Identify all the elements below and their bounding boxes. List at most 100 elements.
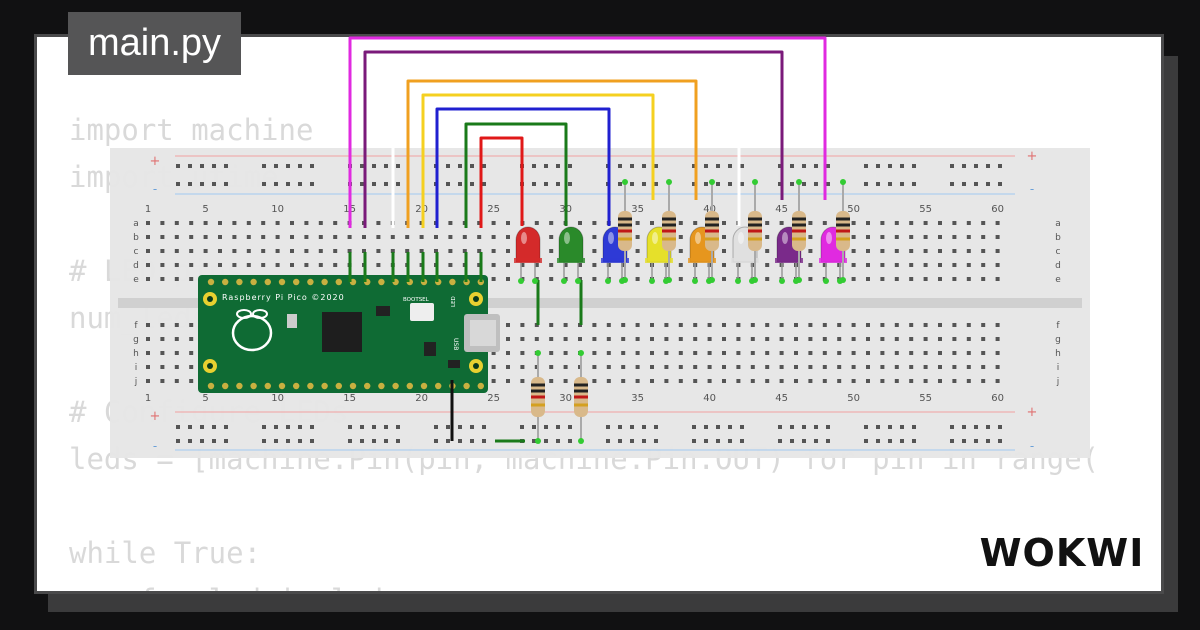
pico-pin <box>236 278 243 286</box>
code-line: for led in leds: <box>69 577 1099 591</box>
resistor-pink-band <box>836 229 850 233</box>
resistor-purple-pin <box>796 179 802 185</box>
pico-pin <box>364 382 371 390</box>
wire-blue <box>435 107 611 228</box>
resistor-orange-band <box>705 237 719 241</box>
column-number: 60 <box>991 393 1004 404</box>
led-green-highlight <box>564 232 570 244</box>
breadboard: ++++----11551010151520202525303035354040… <box>110 148 1090 458</box>
row-letter: a <box>133 219 139 229</box>
row-letter: d <box>1055 261 1061 271</box>
wire-purple <box>363 50 784 228</box>
led-red-pin <box>518 278 524 284</box>
column-number: 15 <box>343 393 356 404</box>
rail-plus-label: + <box>1027 405 1038 420</box>
rail-minus-label: - <box>153 439 157 453</box>
resistor-purple-band <box>792 237 806 241</box>
column-number: 35 <box>631 393 644 404</box>
led-red <box>515 226 541 263</box>
wokwi-logo: WOKWI <box>980 531 1145 575</box>
rail-minus-label: - <box>1030 182 1034 196</box>
raspberry-logo <box>231 314 273 352</box>
breadboard-center-channel <box>118 298 1082 308</box>
pico-rp2040-chip <box>322 312 362 352</box>
pico-pin <box>420 382 428 390</box>
column-number: 1 <box>145 204 151 215</box>
pico-mount-hole-inner <box>207 296 213 302</box>
led-white-rim <box>731 258 759 263</box>
led-red-highlight <box>521 232 527 244</box>
pico-pin <box>378 382 385 390</box>
resistor-white-band <box>748 223 762 227</box>
wire-pink <box>348 36 827 228</box>
column-number: 35 <box>631 204 644 215</box>
wire-orange <box>406 79 698 228</box>
column-number: 5 <box>202 204 208 215</box>
resistor-red-ground-band <box>531 403 545 407</box>
column-number: 40 <box>703 204 716 215</box>
pico-bootsel-label: BOOTSEL <box>403 297 430 303</box>
column-number: 25 <box>487 393 500 404</box>
pico-ic <box>424 342 436 356</box>
led-pink-pin <box>823 278 829 284</box>
led-orange-rim <box>688 258 716 263</box>
file-tab[interactable]: main.py <box>68 12 241 75</box>
pico-pin <box>250 278 257 286</box>
pico-pin <box>264 278 271 286</box>
led-white-pin <box>735 278 741 284</box>
resistor-orange-pin <box>709 277 715 283</box>
pico-pin <box>335 382 342 390</box>
rail-minus-label: - <box>153 182 157 196</box>
pico-pin <box>207 278 215 286</box>
pico-pin <box>321 278 328 286</box>
resistor-orange-band <box>705 217 719 221</box>
resistor-orange-band <box>705 223 719 227</box>
resistor-green-ground-band <box>574 403 588 407</box>
row-letter: c <box>1056 247 1061 257</box>
wire-yellow <box>421 93 655 228</box>
pico-pin <box>435 382 442 390</box>
resistor-white-pin <box>752 277 758 283</box>
led-blue-pin <box>605 278 611 284</box>
led-blue-rim <box>601 258 629 263</box>
resistor-green-ground-band <box>574 389 588 393</box>
resistor-purple-band <box>792 223 806 227</box>
led-red-rim <box>514 258 542 263</box>
pico-debug-pad <box>287 314 297 328</box>
led-yellow-highlight <box>652 232 658 244</box>
column-number: 50 <box>847 393 860 404</box>
resistor-yellow-pin <box>666 179 672 185</box>
resistor-purple-band <box>792 217 806 221</box>
led-pink-highlight <box>826 232 832 244</box>
row-letter: e <box>133 275 139 285</box>
led-red-pin <box>532 278 538 284</box>
rail-minus-label: - <box>1030 439 1034 453</box>
column-number: 10 <box>271 204 284 215</box>
row-letter: f <box>134 321 138 331</box>
resistor-red-ground-pin <box>535 350 541 356</box>
led-green-pin <box>561 278 567 284</box>
rail-plus-label: + <box>150 154 161 169</box>
pico-bootsel-button <box>410 303 434 321</box>
resistor-purple-band <box>792 229 806 233</box>
pico-pin <box>264 382 271 390</box>
pico-pin <box>222 382 229 390</box>
row-letter: j <box>134 377 138 387</box>
row-letter: b <box>133 233 139 243</box>
column-number: 50 <box>847 204 860 215</box>
led-yellow-pin <box>649 278 655 284</box>
led-green-pin <box>575 278 581 284</box>
pico-pin <box>307 382 314 390</box>
row-letter: h <box>1055 349 1061 359</box>
row-letter: a <box>1055 219 1061 229</box>
rail-plus-label: + <box>150 409 161 424</box>
wire-green <box>464 122 568 228</box>
column-number: 60 <box>991 204 1004 215</box>
code-line: while True: <box>69 536 262 570</box>
resistor-white-band <box>748 237 762 241</box>
svg-text:WOKWI: WOKWI <box>980 531 1145 575</box>
resistor-blue-pin <box>622 277 628 283</box>
wires <box>348 36 827 443</box>
pico-flash <box>376 306 390 316</box>
